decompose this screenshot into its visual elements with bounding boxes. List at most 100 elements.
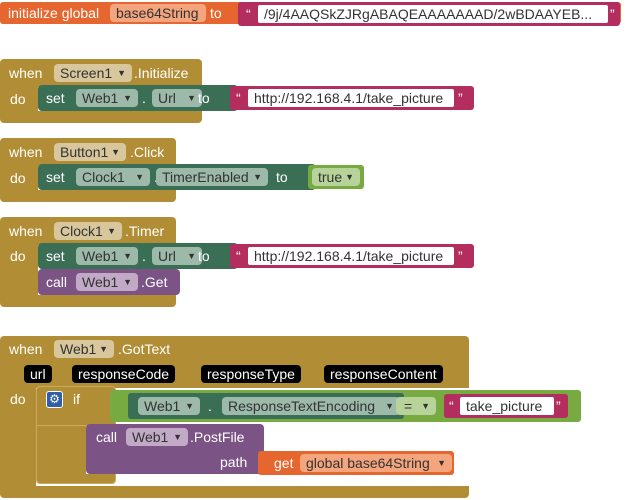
event-body-left <box>0 245 38 295</box>
chevron-down-icon: ▼ <box>123 251 132 261</box>
chevron-down-icon: ▼ <box>187 251 196 261</box>
variable-name-field[interactable]: base64String <box>110 4 206 22</box>
compare-block[interactable]: Web1▼ . ResponseTextEncoding▼ =▼ “ take_… <box>110 390 581 422</box>
set-property-block[interactable]: set Web1▼ . Url▼ to <box>38 243 238 269</box>
operator-symbol: = <box>404 398 413 414</box>
to-keyword: to <box>198 248 210 264</box>
when-keyword: when <box>9 65 43 81</box>
close-quote-icon: ” <box>610 6 615 22</box>
if-block[interactable]: ⚙ if then <box>36 386 116 444</box>
component-dropdown[interactable]: Button1▼ <box>54 143 126 161</box>
event-name: .GotText <box>118 341 171 357</box>
chevron-down-icon: ▼ <box>111 147 120 157</box>
when-keyword: when <box>9 144 43 160</box>
target-component-name: Clock1 <box>82 169 125 185</box>
text-literal-block[interactable]: “ http://192.168.4.1/take_picture ” <box>230 86 474 110</box>
chevron-down-icon: ▼ <box>187 93 196 103</box>
dot-separator: . <box>142 248 146 264</box>
target-component-name: Web1 <box>82 90 119 106</box>
param-response-content[interactable]: responseContent <box>324 365 443 383</box>
variable-name: global base64String <box>306 455 430 471</box>
open-quote-icon: “ <box>449 398 454 414</box>
compare-string-value[interactable]: take_picture <box>460 397 554 415</box>
clock-timer-event[interactable]: when Clock1▼ .Timer <box>0 217 176 245</box>
target-component-dropdown[interactable]: Web1 ▼ <box>76 247 138 265</box>
param-response-type[interactable]: responseType <box>201 365 301 383</box>
chevron-down-icon: ▼ <box>345 172 354 182</box>
call-component-dropdown[interactable]: Web1▼ <box>76 273 138 291</box>
chevron-down-icon: ▼ <box>135 172 144 182</box>
when-keyword: when <box>9 341 43 357</box>
if-keyword: if <box>73 391 80 407</box>
param-response-code[interactable]: responseCode <box>72 365 176 383</box>
event-footer <box>0 111 202 123</box>
getter-component-dropdown[interactable]: Web1▼ <box>138 397 200 415</box>
component-dropdown[interactable]: Screen1 ▼ <box>54 64 132 82</box>
url-string-value[interactable]: http://192.168.4.1/take_picture <box>248 89 454 107</box>
to-keyword: to <box>210 5 222 21</box>
variable-dropdown[interactable]: global base64String ▼ <box>300 454 452 472</box>
gear-icon[interactable]: ⚙ <box>46 391 63 408</box>
property-dropdown[interactable]: Url ▼ <box>152 89 202 107</box>
property-name: Url <box>158 90 176 106</box>
param-url[interactable]: url <box>24 365 52 383</box>
chevron-down-icon: ▼ <box>99 344 108 354</box>
call-keyword: call <box>96 429 118 445</box>
target-component-dropdown[interactable]: Web1▼ <box>76 89 138 107</box>
logic-true-block[interactable]: true▼ <box>308 165 364 189</box>
response-encoding-getter[interactable]: Web1▼ . ResponseTextEncoding▼ <box>128 393 404 419</box>
base64-string-value[interactable]: /9j/4AAQSkZJRgABAQEAAAAAAAD/2wBDAAYEB... <box>258 5 608 23</box>
web-gottext-event[interactable]: when Web1▼ .GotText url responseCode res… <box>0 336 469 388</box>
target-component-name: Web1 <box>82 248 119 264</box>
button-click-event[interactable]: when Button1▼ .Click <box>0 138 176 166</box>
boolean-dropdown[interactable]: true▼ <box>312 168 360 186</box>
do-keyword: do <box>10 91 26 107</box>
target-component-dropdown[interactable]: Clock1 ▼ <box>76 168 150 186</box>
close-quote-icon: ” <box>458 248 463 264</box>
chevron-down-icon: ▼ <box>173 432 182 442</box>
event-footer <box>0 295 176 307</box>
chevron-down-icon: ▼ <box>437 458 446 468</box>
call-postfile-block[interactable]: call Web1▼ .PostFile path <box>86 424 264 474</box>
chevron-down-icon: ▼ <box>117 68 126 78</box>
component-dropdown[interactable]: Clock1▼ <box>54 222 122 240</box>
close-quote-icon: ” <box>556 398 561 414</box>
property-dropdown[interactable]: TimerEnabled ▼ <box>156 168 268 186</box>
property-dropdown[interactable]: Url ▼ <box>152 247 202 265</box>
text-literal-block[interactable]: “ take_picture ” <box>444 394 568 418</box>
text-literal-block[interactable]: “ http://192.168.4.1/take_picture ” <box>230 244 474 268</box>
chevron-down-icon: ▼ <box>253 172 262 182</box>
component-name: Screen1 <box>60 65 113 81</box>
event-footer <box>0 190 176 202</box>
method-name: .Get <box>141 274 168 290</box>
property-name: TimerEnabled <box>162 169 249 185</box>
event-body-left <box>0 166 38 190</box>
close-quote-icon: ” <box>458 90 463 106</box>
text-literal-block[interactable]: “ /9j/4AAQSkZJRgABAQEAAAAAAAD/2wBDAAYEB.… <box>238 2 620 26</box>
getter-property-dropdown[interactable]: ResponseTextEncoding▼ <box>222 397 400 415</box>
property-name: Url <box>158 248 176 264</box>
chevron-down-icon: ▼ <box>385 401 394 411</box>
open-quote-icon: “ <box>246 6 251 22</box>
screen-initialize-event[interactable]: when Screen1 ▼ .Initialize <box>0 59 202 87</box>
event-body-left <box>0 87 38 111</box>
set-keyword: set <box>46 169 65 185</box>
get-variable-block[interactable]: get global base64String▼ <box>258 451 454 475</box>
open-quote-icon: “ <box>236 248 241 264</box>
event-body-left <box>0 388 36 486</box>
getter-component-name: Web1 <box>144 398 181 414</box>
url-string-value[interactable]: http://192.168.4.1/take_picture <box>248 247 454 265</box>
event-name: .Timer <box>125 223 165 239</box>
component-dropdown[interactable]: Web1▼ <box>54 340 114 358</box>
set-property-block[interactable]: set Web1▼ . Url▼ to <box>38 85 238 111</box>
if-footer <box>36 474 116 484</box>
do-keyword: do <box>10 391 26 407</box>
operator-dropdown[interactable]: =▼ <box>396 397 436 415</box>
event-footer <box>0 486 469 498</box>
chevron-down-icon: ▼ <box>107 226 116 236</box>
if-body-left <box>36 426 86 474</box>
call-component-dropdown[interactable]: Web1▼ <box>126 428 188 446</box>
set-property-block[interactable]: set Clock1▼ . TimerEnabled▼ to <box>38 164 316 190</box>
call-method-block[interactable]: call Web1▼ .Get <box>38 269 180 295</box>
global-variable-block[interactable]: initialize global base64String to “ /9j/… <box>0 2 621 26</box>
